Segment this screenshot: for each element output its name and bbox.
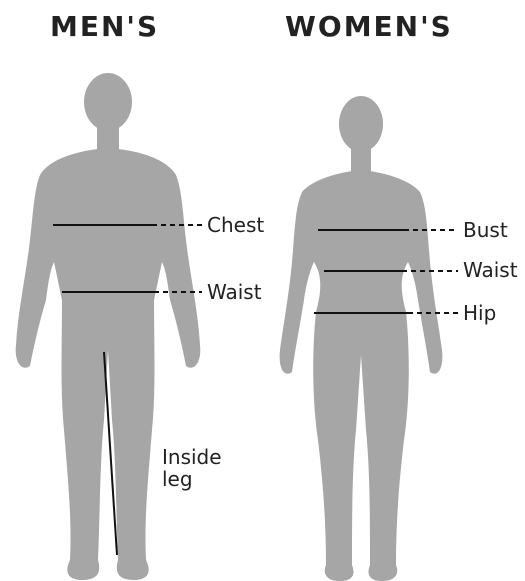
inside-leg-label-line2: leg <box>162 468 242 490</box>
male-silhouette <box>16 73 201 580</box>
inside-leg-label-line1: Inside <box>162 446 242 468</box>
chest-label: Chest <box>207 214 264 236</box>
mens-waist-label: Waist <box>207 281 262 303</box>
bust-label: Bust <box>463 219 508 241</box>
womens-waist-label: Waist <box>463 259 518 281</box>
female-silhouette <box>280 96 443 581</box>
hip-label: Hip <box>463 302 496 324</box>
inside-leg-label: Inside leg <box>162 446 242 490</box>
